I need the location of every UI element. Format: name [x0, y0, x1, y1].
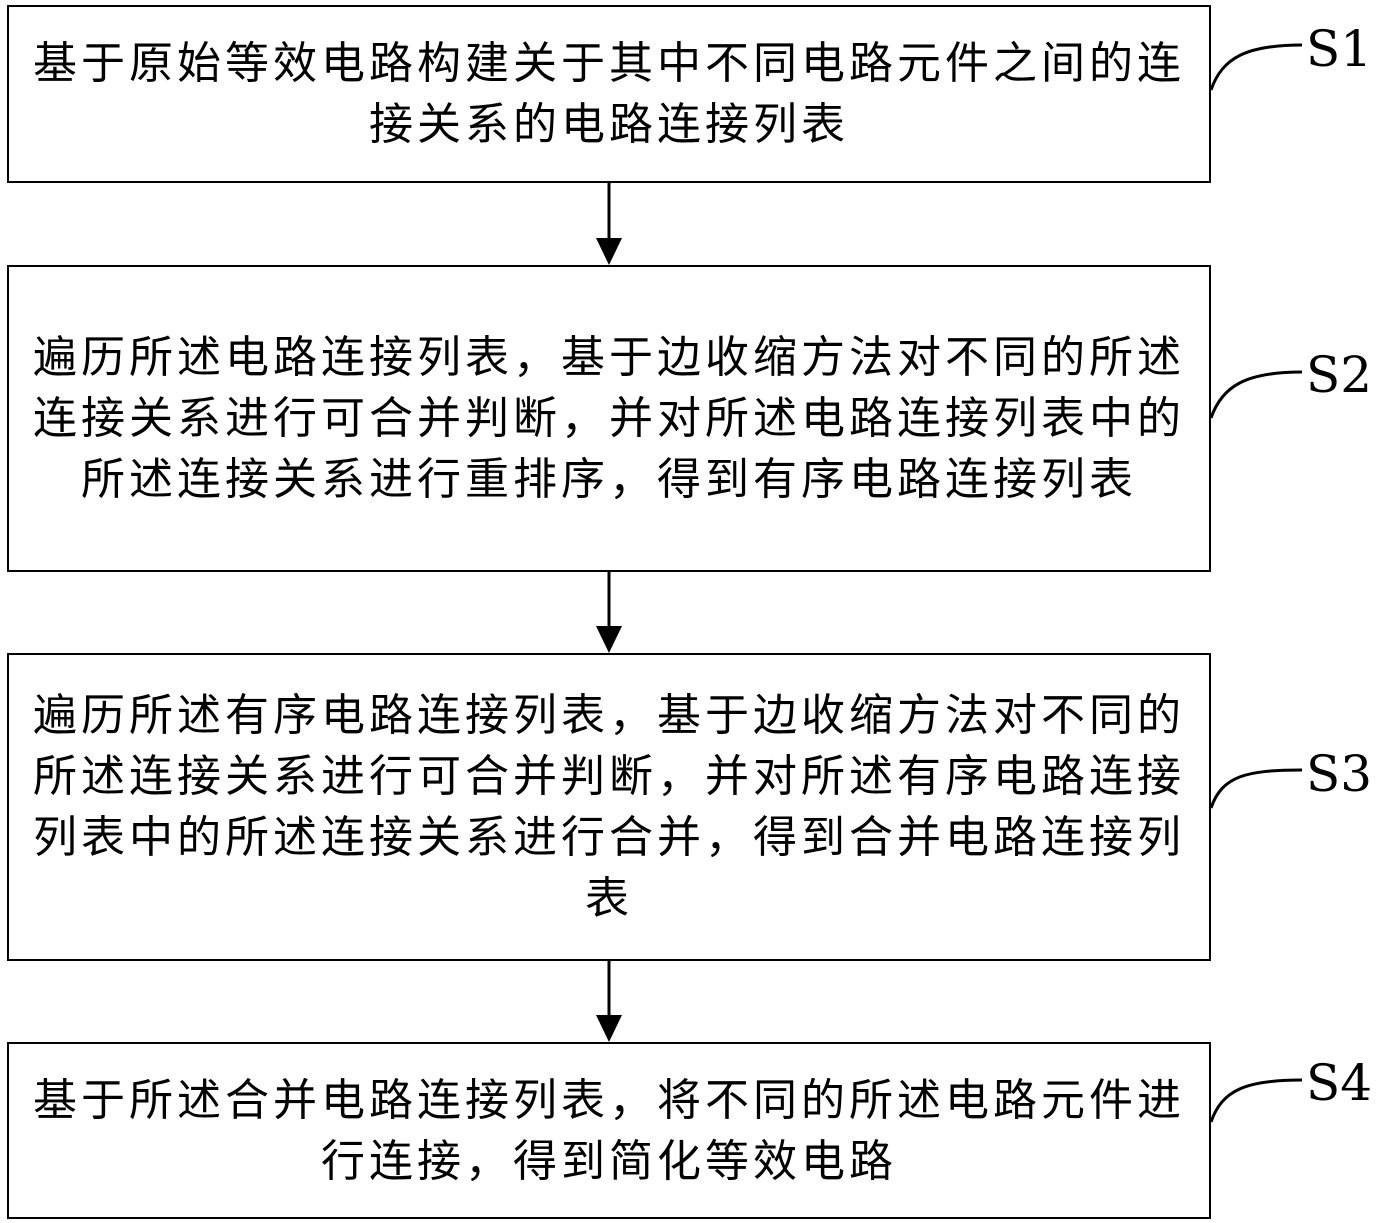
- step-text-s2: 遍历所述电路连接列表，基于边收缩方法对不同的所述连接关系进行可合并判断，并对所述…: [33, 332, 1185, 505]
- step-label-s1: S1: [1306, 20, 1373, 78]
- leader-line-s1: [1209, 43, 1303, 91]
- step-box-s3: 遍历所述有序电路连接列表，基于边收缩方法对不同的所述连接关系进行可合并判断，并对…: [7, 653, 1211, 961]
- arrowhead-s1-s2: [596, 238, 622, 265]
- step-box-s2: 遍历所述电路连接列表，基于边收缩方法对不同的所述连接关系进行可合并判断，并对所述…: [7, 265, 1211, 572]
- arrowhead-s2-s3: [596, 626, 622, 653]
- step-text-s1: 基于原始等效电路构建关于其中不同电路元件之间的连接关系的电路连接列表: [33, 38, 1185, 150]
- step-label-s3: S3: [1306, 745, 1373, 803]
- leader-line-s4: [1209, 1078, 1303, 1123]
- step-box-s4: 基于所述合并电路连接列表，将不同的所述电路元件进行连接，得到简化等效电路: [7, 1042, 1211, 1219]
- step-text-s4: 基于所述合并电路连接列表，将不同的所述电路元件进行连接，得到简化等效电路: [33, 1074, 1185, 1187]
- leader-line-s3: [1209, 768, 1303, 809]
- leader-line-s2: [1209, 370, 1303, 419]
- step-text-s3: 遍历所述有序电路连接列表，基于边收缩方法对不同的所述连接关系进行可合并判断，并对…: [33, 690, 1185, 924]
- step-label-s2: S2: [1306, 346, 1373, 404]
- step-box-s1: 基于原始等效电路构建关于其中不同电路元件之间的连接关系的电路连接列表: [7, 5, 1211, 183]
- arrowhead-s3-s4: [596, 1015, 622, 1042]
- step-label-s4: S4: [1306, 1054, 1373, 1112]
